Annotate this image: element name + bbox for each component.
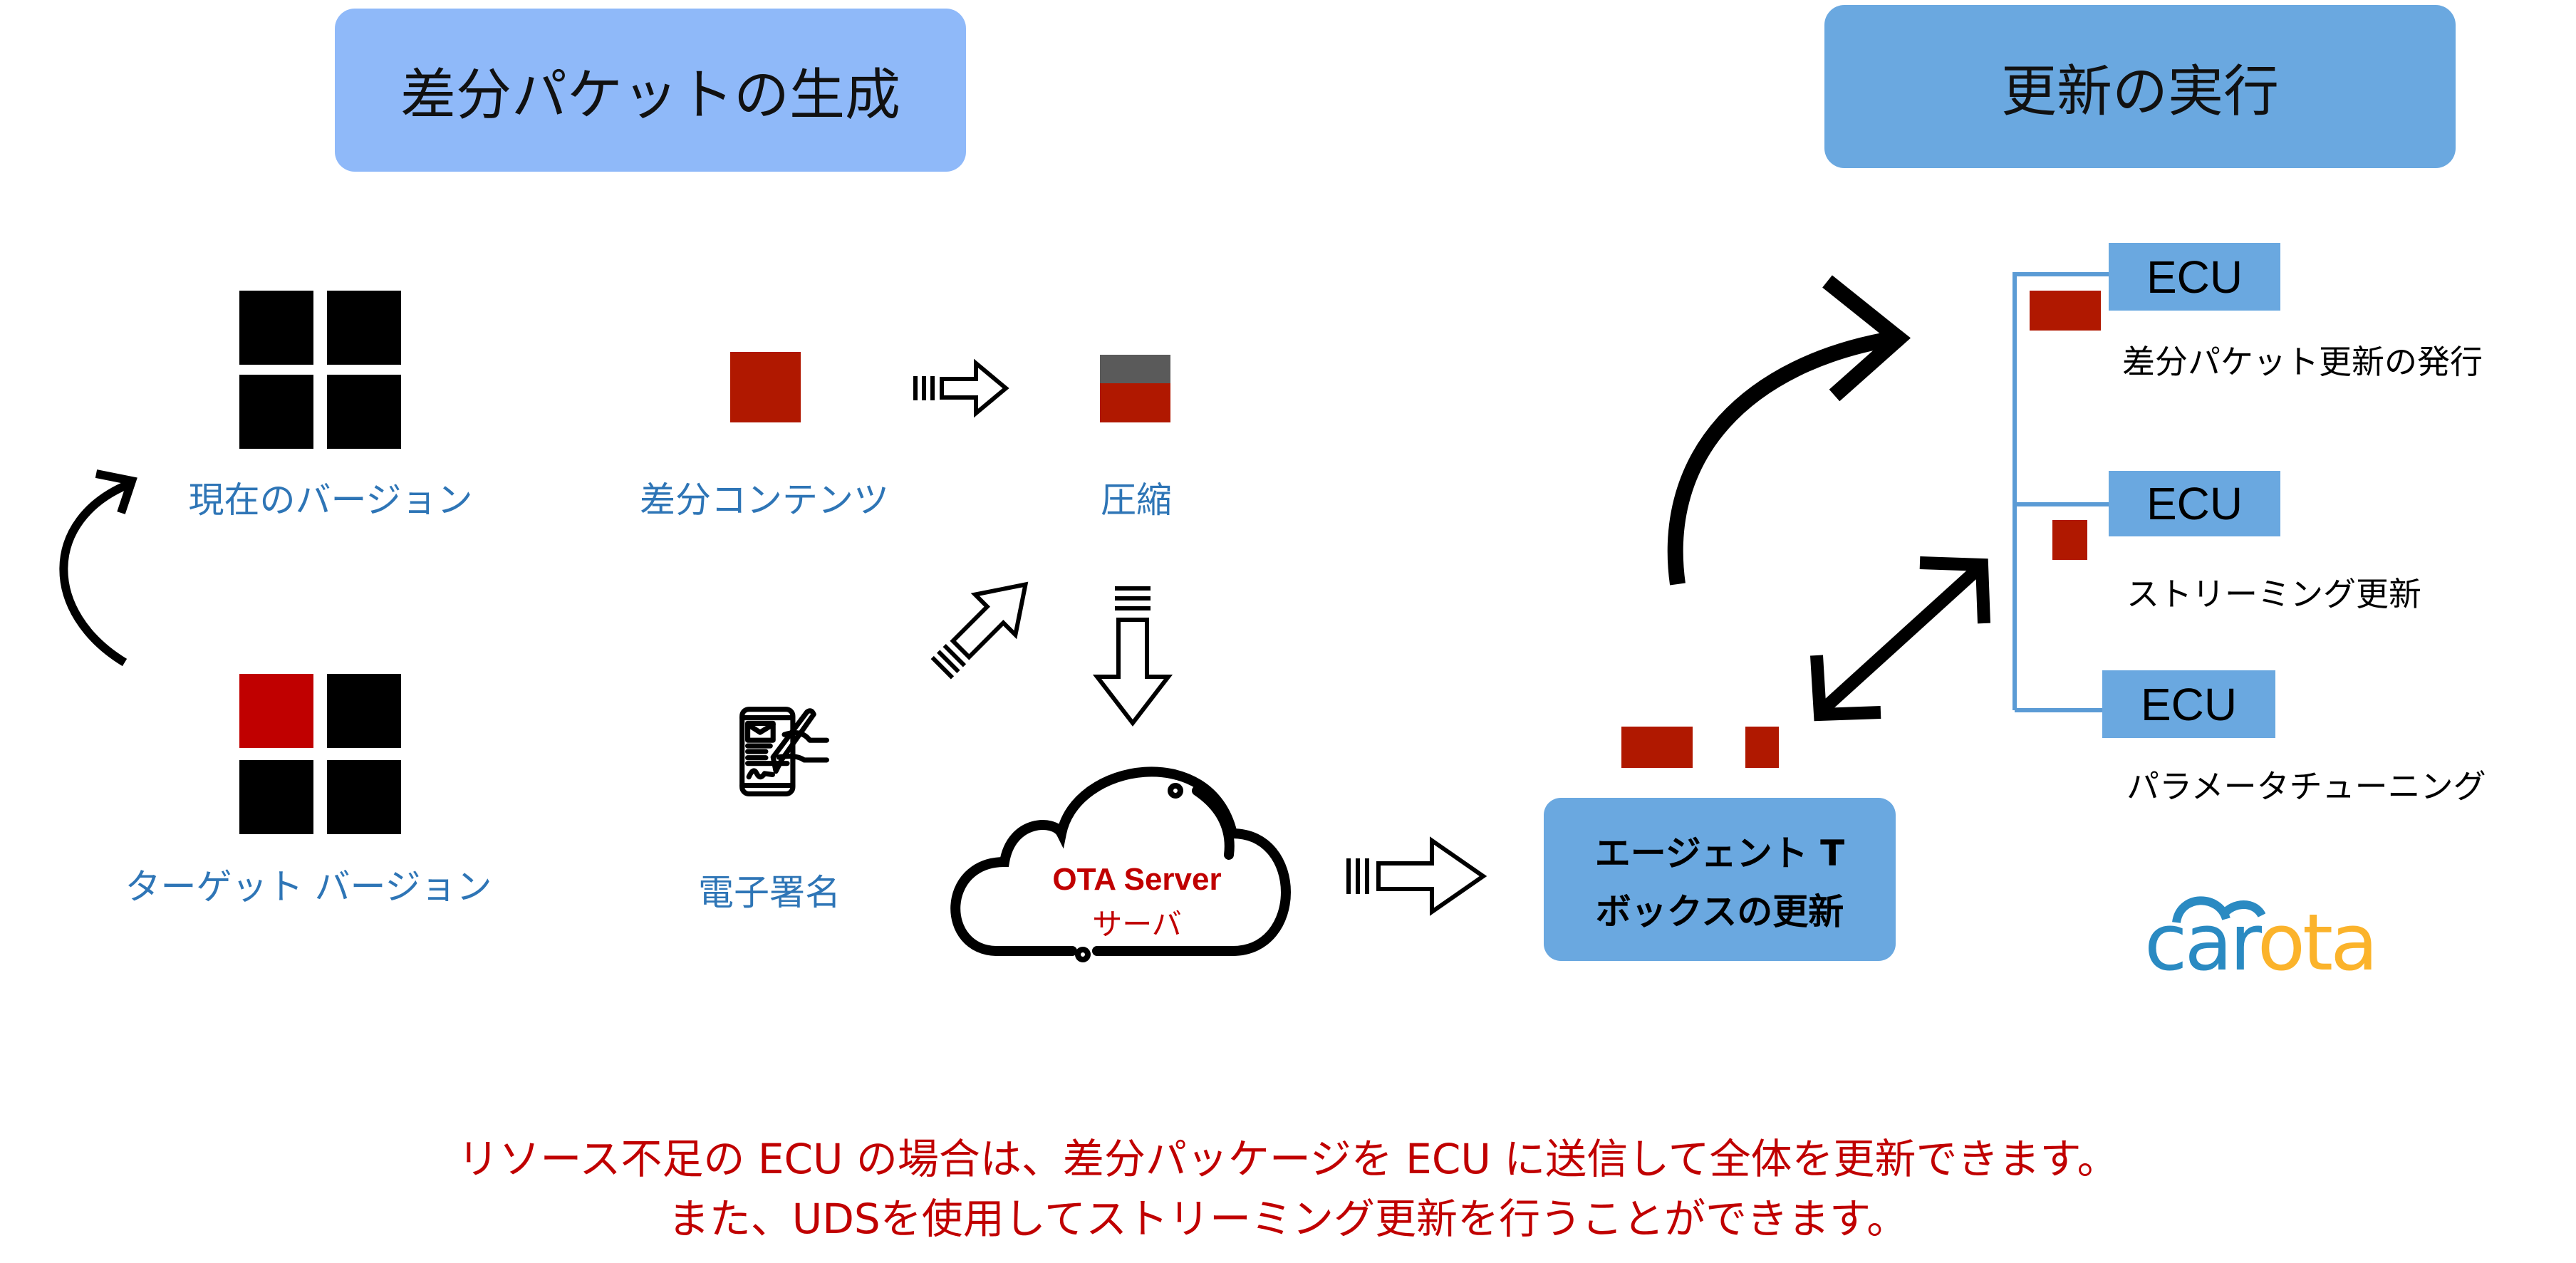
header-right-text: 更新の実行	[2000, 59, 2279, 124]
ecu-1-diff-block	[2030, 291, 2101, 331]
agent-line1: エージェント T	[1594, 832, 1845, 874]
header-execute-update: 更新の実行	[1824, 5, 2456, 168]
server-name: OTA Server	[1052, 862, 1222, 897]
server-subtitle: サーバ	[1092, 907, 1182, 942]
header-generate-diff: 差分パケットの生成	[335, 9, 966, 172]
diff-to-compress-arrow	[913, 358, 1009, 418]
ecu-bracket	[2012, 272, 2109, 712]
note-line-1: リソース不足の ECU の場合は、差分パッケージを ECU に送信して全体を更新…	[457, 1135, 2119, 1183]
compress-to-server-arrow	[1092, 586, 1173, 727]
diff-content-block	[730, 352, 801, 422]
ecu-2-caption: ストリーミング更新	[2126, 575, 2421, 613]
agent-to-ecu-curve-arrow	[1667, 331, 1896, 586]
ecu-1-caption: 差分パケット更新の発行	[2122, 343, 2483, 381]
diff-content-label: 差分コンテンツ	[640, 479, 889, 521]
compressed-block	[1100, 355, 1170, 422]
current-version-label: 現在のバージョン	[188, 479, 473, 521]
signature-to-compress-arrow	[930, 581, 1029, 680]
update-block-large	[1621, 727, 1693, 768]
ecu-box-1: ECU	[2109, 243, 2280, 311]
ecu-box-3: ECU	[2102, 670, 2275, 738]
server-to-agent-arrow	[1346, 836, 1487, 916]
carota-logo: carota	[2144, 896, 2379, 988]
cloud-icon	[950, 766, 1291, 962]
agent-tbox-box: エージェント T ボックスの更新	[1544, 798, 1896, 961]
update-block-small	[1745, 727, 1779, 768]
compression-label: 圧縮	[1101, 479, 1172, 521]
e-signature-icon	[739, 707, 829, 796]
ecu-3-caption: パラメータチューニング	[2126, 767, 2486, 806]
note-line-2: また、UDSを使用してストリーミング更新を行うことができます。	[668, 1195, 1908, 1243]
version-curve-arrow	[59, 480, 130, 667]
header-left-text: 差分パケットの生成	[400, 63, 900, 128]
target-version-label: ターゲット バージョン	[125, 866, 492, 908]
e-signature-label: 電子署名	[698, 872, 841, 913]
agent-ecu-double-arrow	[1810, 556, 1990, 722]
ecu-2-stream-block	[2052, 520, 2087, 560]
agent-line2: ボックスの更新	[1595, 890, 1844, 932]
ecu-box-2: ECU	[2109, 471, 2280, 536]
